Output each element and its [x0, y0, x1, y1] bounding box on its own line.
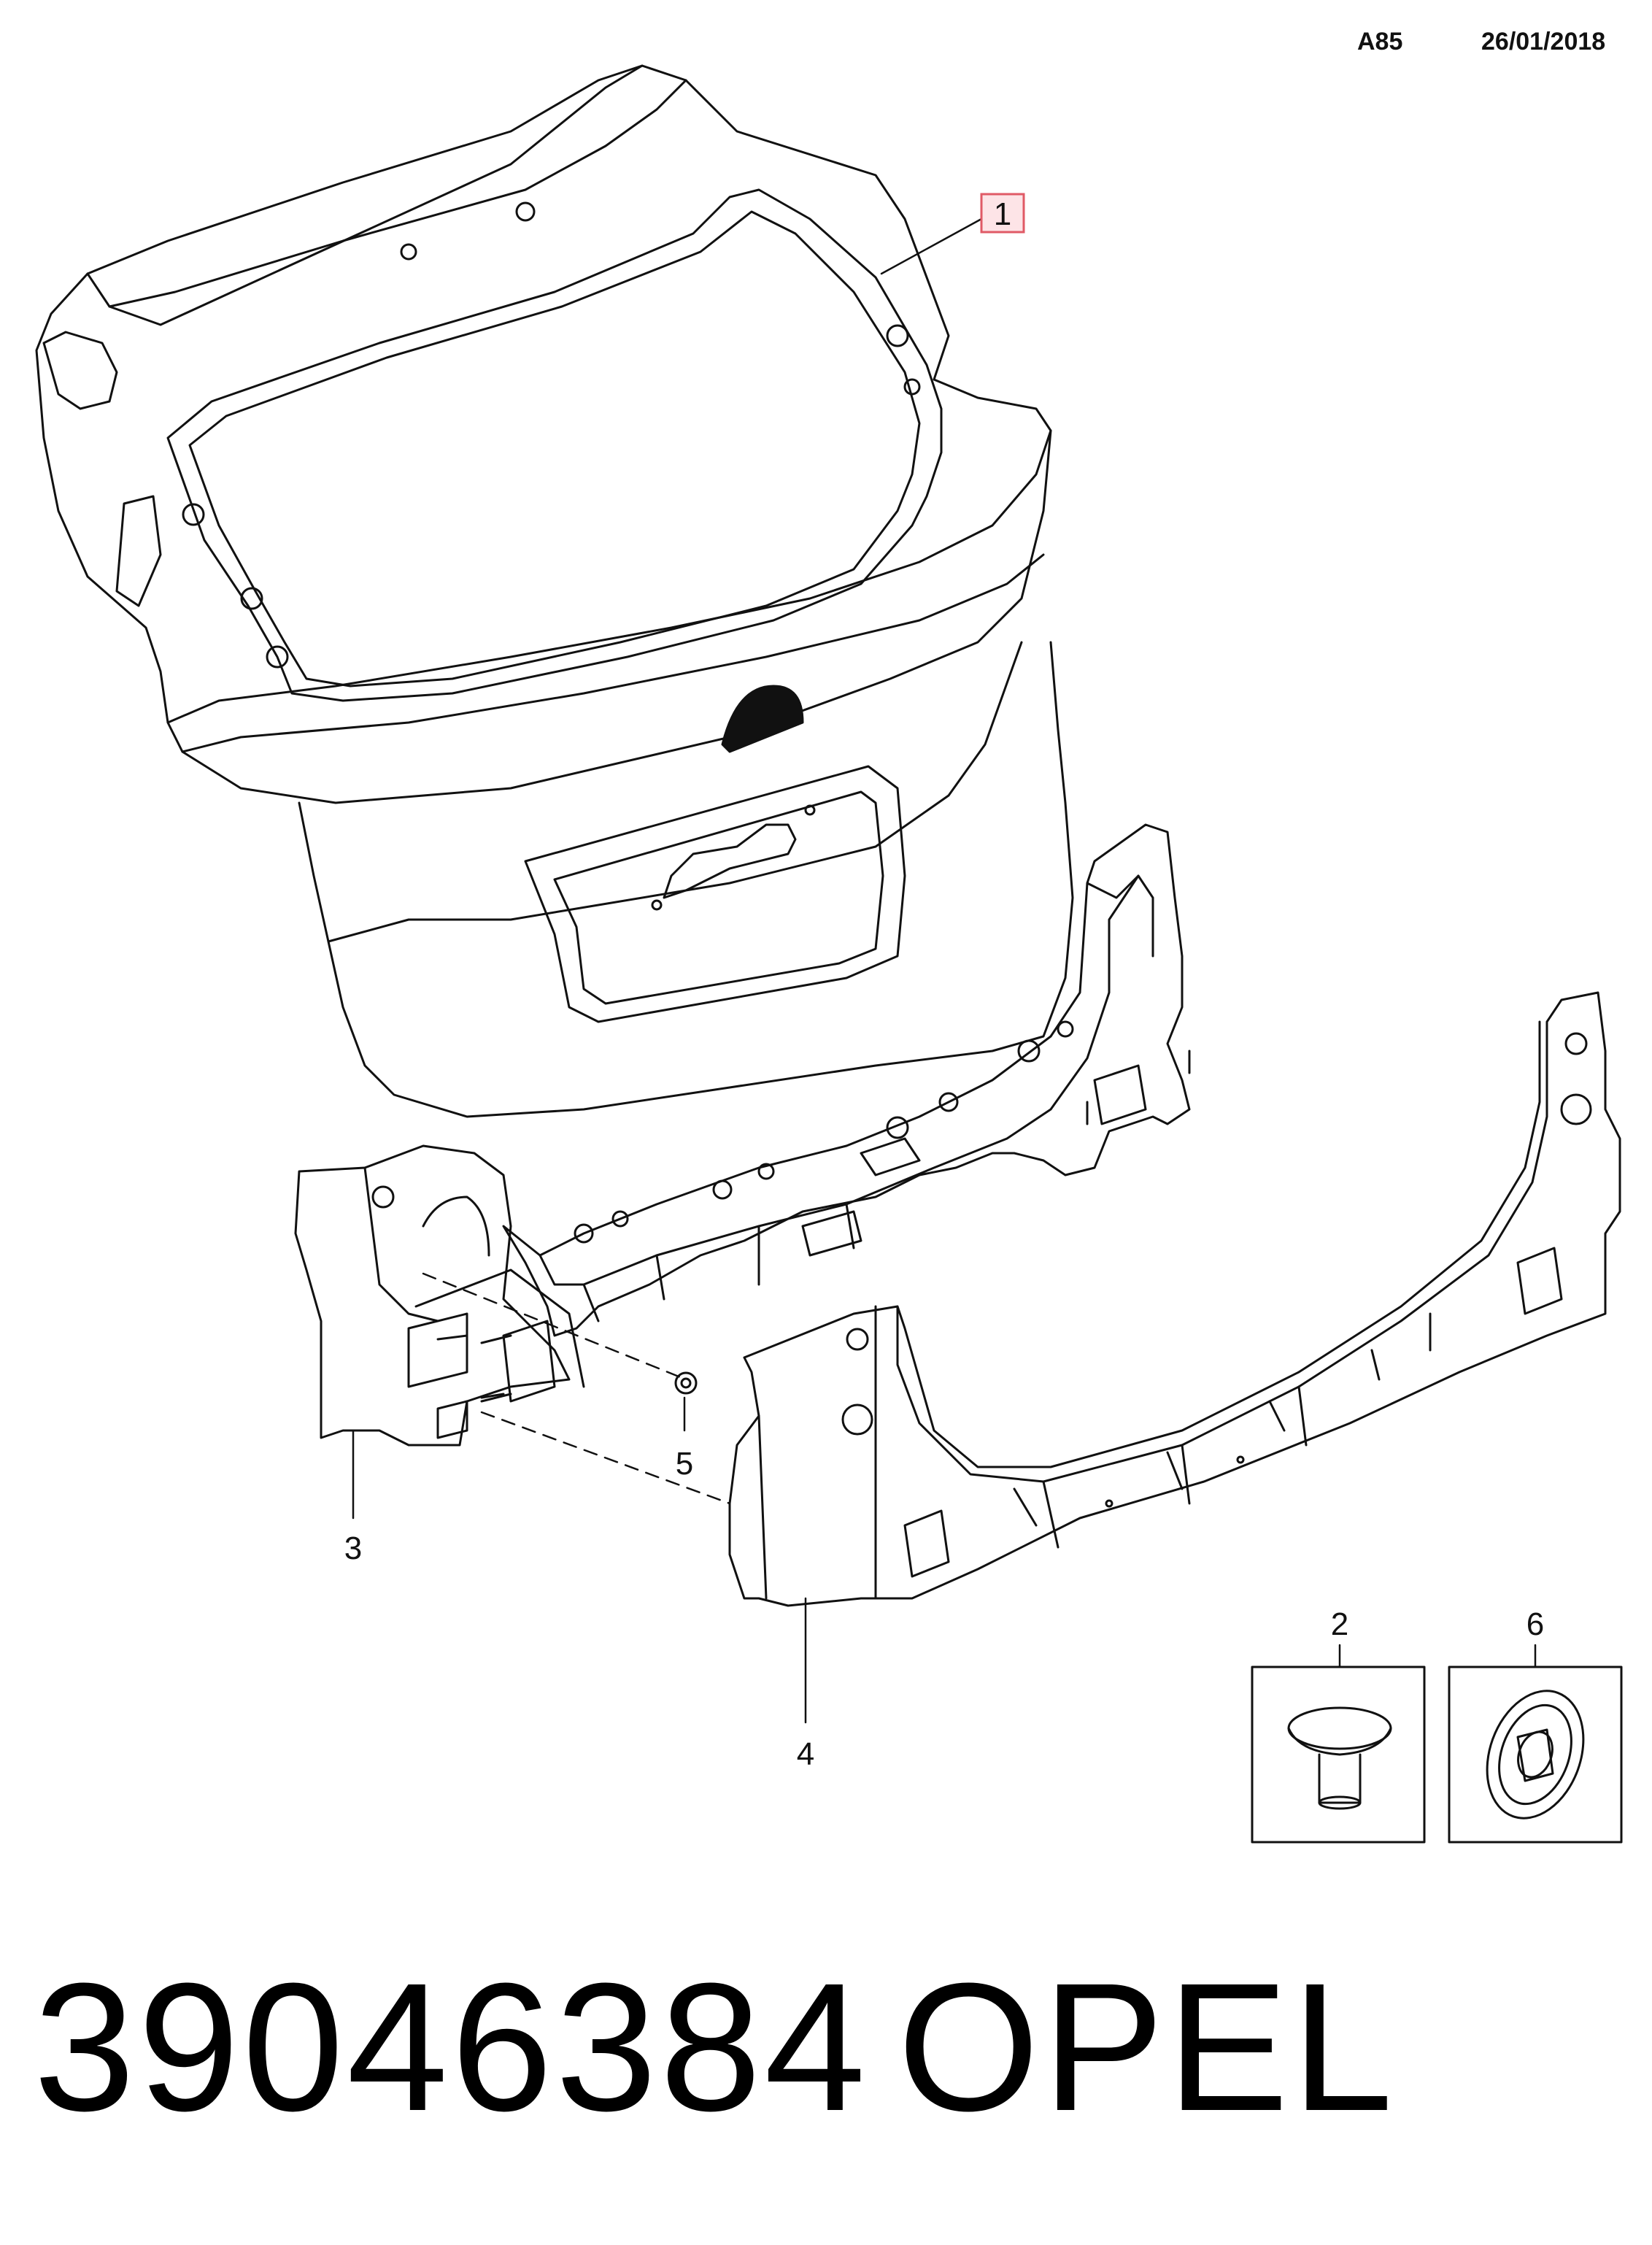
- fastener-2-drawing: [1287, 1706, 1392, 1810]
- callout-2: 2: [1331, 1606, 1348, 1642]
- leader-lines: [352, 217, 1537, 1724]
- diagram-code: A85: [1357, 28, 1403, 55]
- part-number: 39046384: [34, 1945, 869, 2149]
- clip-drawing: [674, 1371, 698, 1395]
- callout-3: 3: [344, 1530, 362, 1566]
- callout-5: 5: [676, 1446, 693, 1482]
- tailgate-drawing: [35, 64, 1074, 1118]
- diagram-date: 26/01/2018: [1481, 28, 1606, 55]
- brand-name: OPEL: [898, 1945, 1396, 2149]
- rear-left-panel-drawing: [294, 1144, 585, 1447]
- fastener-2-box: [1251, 1666, 1426, 1844]
- callout-1: 1: [994, 196, 1011, 232]
- callout-6: 6: [1526, 1606, 1544, 1642]
- callout-1-box: [980, 193, 1025, 234]
- rear-end-panel-drawing: [728, 991, 1621, 1607]
- fastener-6-drawing: [1486, 1690, 1585, 1820]
- callout-4: 4: [797, 1736, 814, 1772]
- assembly-lines: [422, 1272, 731, 1505]
- rear-crossmember-drawing: [436, 823, 1191, 1399]
